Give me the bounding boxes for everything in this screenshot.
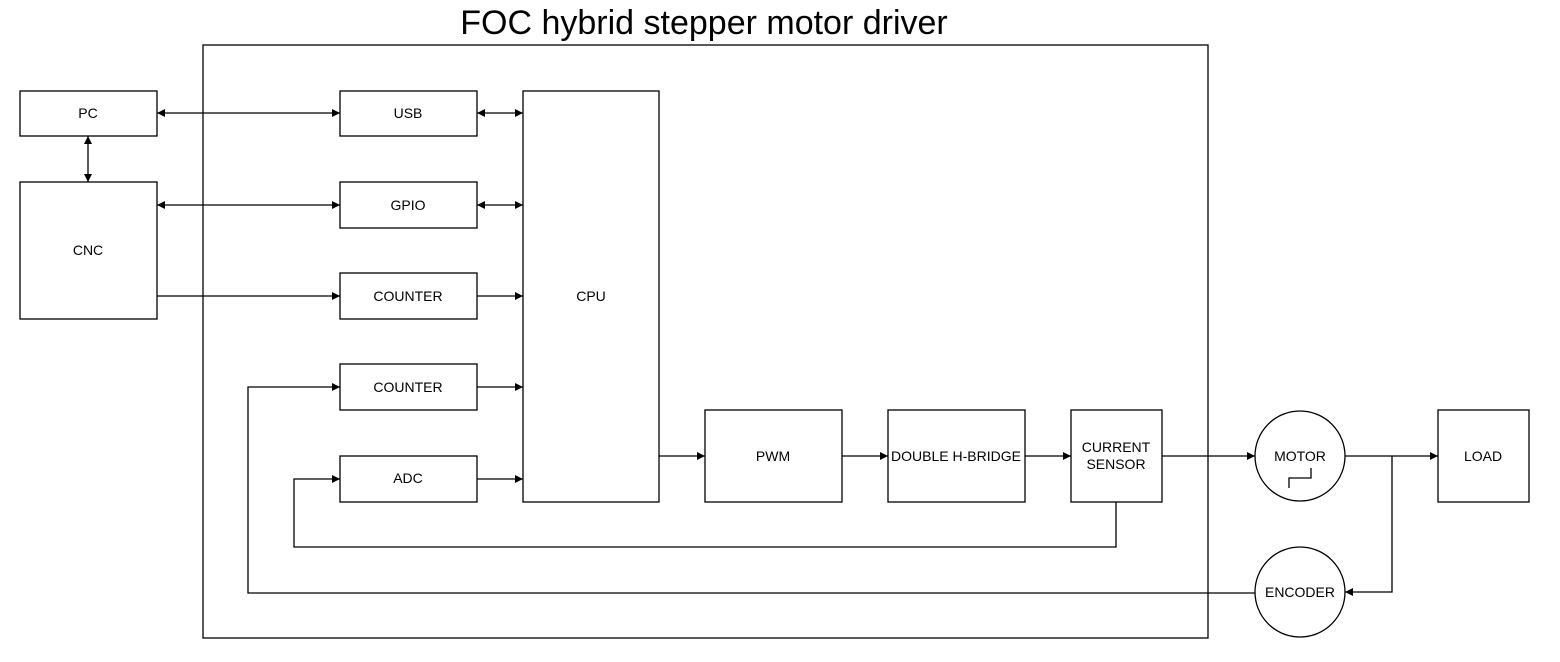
gpio-block: GPIO xyxy=(339,181,478,229)
driver-enclosure xyxy=(202,44,1209,639)
cpu-block: CPU xyxy=(522,90,660,503)
pc-label: PC xyxy=(78,105,97,121)
current-feedback-connector xyxy=(293,475,1117,548)
load-label: LOAD xyxy=(1464,448,1502,464)
h-bridge-label: DOUBLE H-BRIDGE xyxy=(891,448,1021,464)
motor-encoder-connector xyxy=(1345,456,1393,596)
cpu-label: CPU xyxy=(576,288,606,304)
current-sensor-label-line1: CURRENT xyxy=(1082,439,1151,455)
motor-label: MOTOR xyxy=(1274,448,1326,464)
usb-block: USB xyxy=(339,90,478,137)
encoder-label: ENCODER xyxy=(1265,584,1335,600)
cnc-label: CNC xyxy=(73,242,103,258)
encoder-feedback-connector xyxy=(247,383,1255,594)
current-sensor-label-line2: SENSOR xyxy=(1086,456,1145,472)
pc-block: PC xyxy=(19,90,158,137)
cnc-block: CNC xyxy=(19,181,158,320)
pwm-block: PWM xyxy=(704,409,843,503)
counter-block-encoder: COUNTER xyxy=(339,363,478,411)
adc-block: ADC xyxy=(339,455,478,503)
load-block: LOAD xyxy=(1437,409,1530,503)
counter-block-cnc: COUNTER xyxy=(339,272,478,320)
current-sensor-block: CURRENT SENSOR xyxy=(1070,409,1163,503)
diagram-title: FOC hybrid stepper motor driver xyxy=(460,4,948,42)
counter-label-encoder: COUNTER xyxy=(373,379,442,395)
encoder-block: ENCODER xyxy=(1254,546,1346,638)
gpio-label: GPIO xyxy=(390,197,425,213)
h-bridge-block: DOUBLE H-BRIDGE xyxy=(887,409,1026,503)
counter-label-cnc: COUNTER xyxy=(373,288,442,304)
step-symbol-icon xyxy=(1288,468,1312,488)
motor-block: MOTOR xyxy=(1254,410,1346,502)
adc-label: ADC xyxy=(393,470,423,486)
pwm-label: PWM xyxy=(756,448,790,464)
usb-label: USB xyxy=(394,105,423,121)
